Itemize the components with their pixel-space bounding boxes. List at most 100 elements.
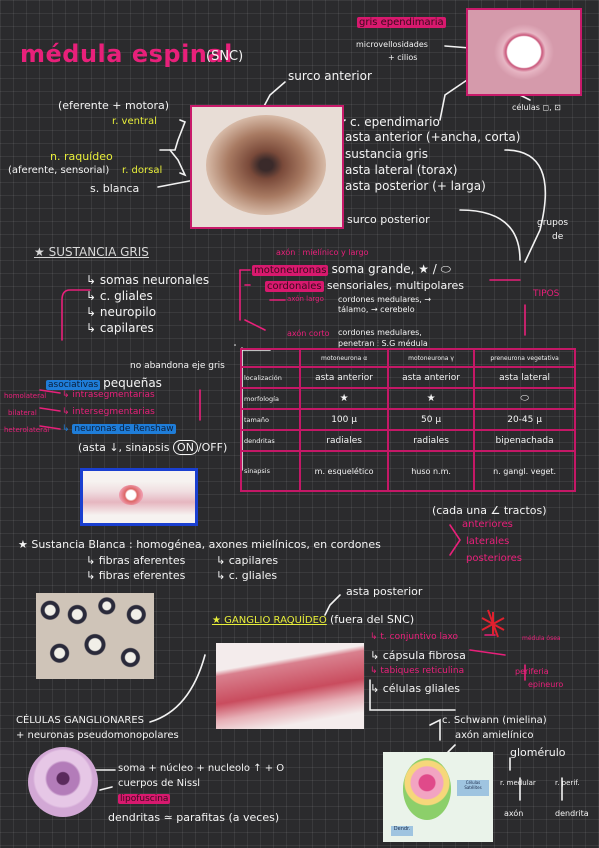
asta-posterior-2-label: asta posterior [346,585,423,598]
celulas-ganglionares-subtitle: + neuronas pseudomonopolares [16,730,179,741]
asociativas-row: asociativas pequeñas [46,376,162,390]
table-cell: radiales [386,429,476,452]
table-cell: asta anterior [386,366,476,389]
table-cell: tamaño [239,408,302,431]
table-cell: n. gangl. veget. [473,450,576,492]
axon-largo-label: axón largo [287,295,324,303]
on-badge: ON [173,440,198,455]
s-blanca-label: s. blanca [90,182,140,195]
table-cell: morfología [239,387,302,410]
table-cell: ★ [299,387,389,410]
table-cell: 20-45 µ [473,408,576,431]
gris-ependimaria-label: gris ependimaria [357,17,446,28]
list-item: ↳ neuropilo [86,305,157,319]
de-label: de [552,232,564,242]
asta-anterior-label: asta anterior (+ancha, corta) [345,130,521,144]
table-cell: 50 µ [386,408,476,431]
myelinated-nerve-photo [36,593,154,679]
glomerulo-label: glomérulo [510,746,566,759]
axon-corto-label: axón corto [287,329,330,338]
bilateral-label: bilateral [8,409,37,417]
list-item: ↳ fibras aferentes [86,554,186,567]
dendritas-label: dendritas ≃ parafitas (a veces) [108,811,280,824]
celulas-gliales-label: ↳ células gliales [370,682,460,695]
table-header-cell: preneurona vegetativa [473,348,576,368]
celulas-label: células ◻, ⊡ [512,103,561,112]
dendr-tag: Dendr. [391,826,413,836]
table-cell: asta anterior [299,366,389,389]
table-row: morfología ★ ★ ⬭ [239,387,576,410]
red-star-icon [481,609,505,638]
spinal-cord-section-photo [190,105,344,229]
surco-posterior-label: surco posterior [347,213,430,226]
table-cell: radiales [299,429,389,452]
intersegmentarias-label: ↳ intersegmentarias [62,407,155,417]
table-row: localización asta anterior asta anterior… [239,366,576,389]
axon-corto-desc: cordones medulares, [338,328,422,337]
table-cell: dendritas [239,429,302,452]
table-cell: sinapsis [239,450,302,492]
table-header-cell: motoneurona α [299,348,389,368]
celulas-satelites-tag: Células Satélites [457,780,489,796]
tipos-label: TIPOS [533,289,560,299]
table-row: dendritas radiales radiales bipenachada [239,429,576,452]
cord-tissue [206,115,326,215]
list-item: ↳ c. gliales [86,289,153,303]
cordon-laterales: laterales [466,536,510,547]
r-medular-label: r. medular [500,779,536,787]
cordonales-row: cordonales sensoriales, multipolares [265,279,465,292]
cell-nucleus [119,485,143,505]
cordon-posteriores: posteriores [466,553,523,564]
table-header-cell: motoneurona γ [386,348,476,368]
comparison-table: motoneurona α motoneurona γ preneurona v… [239,348,576,492]
renshaw-label: ↳ neuronas de Renshaw [62,424,176,434]
page-title: médula espinal [20,40,233,68]
c-ependimario-label: c. ependimario [350,115,440,129]
table-cell: m. esquelético [299,450,389,492]
dendrita-label: dendrita [555,809,589,818]
cilios-label: + cilios [388,53,418,62]
list-item: ↳ fibras eferentes [86,569,186,582]
intrasegmentarias-label: ↳ intrasegmentarias [62,390,155,400]
renshaw-cell-photo [80,468,198,526]
axon-amielinico-label: axón amielínico [455,730,534,741]
epineuro-label: epineuro [528,680,564,689]
medula-osea-label: médula ósea [522,635,561,642]
table-header-row: motoneurona α motoneurona γ preneurona v… [239,348,576,368]
table-cell: bipenachada [473,429,576,452]
motoneuronas-row: motoneuronas soma grande, ★ / ⬭ [252,262,451,276]
table-cell: ⬭ [473,387,576,410]
sustancia-blanca-line: ★ Sustancia Blanca : homogénea, axones m… [18,538,381,551]
asta-lateral-label: asta lateral (torax) [345,163,458,177]
table-cell: localización [239,366,302,389]
table-row: tamaño 100 µ 50 µ 20-45 µ [239,408,576,431]
list-item: ↳ c. gliales [216,569,278,582]
capsula-label: ↳ cápsula fibrosa [370,649,466,662]
table-row: sinapsis m. esquelético huso n.m. n. gan… [239,450,576,492]
renshaw-desc: (asta ↓, sinapsis ON/OFF) [78,440,228,455]
cordon-anteriores: anteriores [462,519,513,530]
r-dorsal-label: r. dorsal [122,165,163,176]
surco-anterior-label: surco anterior [288,69,372,83]
grupos-label: grupos [537,218,569,228]
ependymal-canal-photo [466,8,582,96]
periferia-label: periferia [515,667,549,676]
no-abandona-label: no abandona eje gris [130,361,225,371]
celulas-ganglionares-heading: CÉLULAS GANGLIONARES [16,715,145,726]
table-cell: huso n.m. [386,450,476,492]
list-item: ↳ capilares [86,321,154,335]
homolateral-label: homolateral [4,392,47,400]
axon-largo-desc: cordones medulares, → [338,295,432,304]
axon-label: axón [504,809,524,818]
nissl-label: cuerpos de Nissl [118,778,201,789]
talamo-label: tálamo, → cerebelo [338,305,415,314]
conjuntivo-label: ↳ t. conjuntivo laxo [370,632,459,642]
list-item: ↳ capilares [216,554,279,567]
aferente-label: (aferente, sensorial) [8,165,110,176]
list-item: ↳ somas neuronales [86,273,210,287]
table-cell: asta lateral [473,366,576,389]
sustancia-gris-heading: ★ SUSTANCIA GRIS [34,245,149,259]
microvellosidades-label: microvellosidades [356,40,428,49]
soma-label: soma + núcleo + nucleolo ↑ + O [118,763,285,774]
r-ventral-label: r. ventral [112,116,157,127]
